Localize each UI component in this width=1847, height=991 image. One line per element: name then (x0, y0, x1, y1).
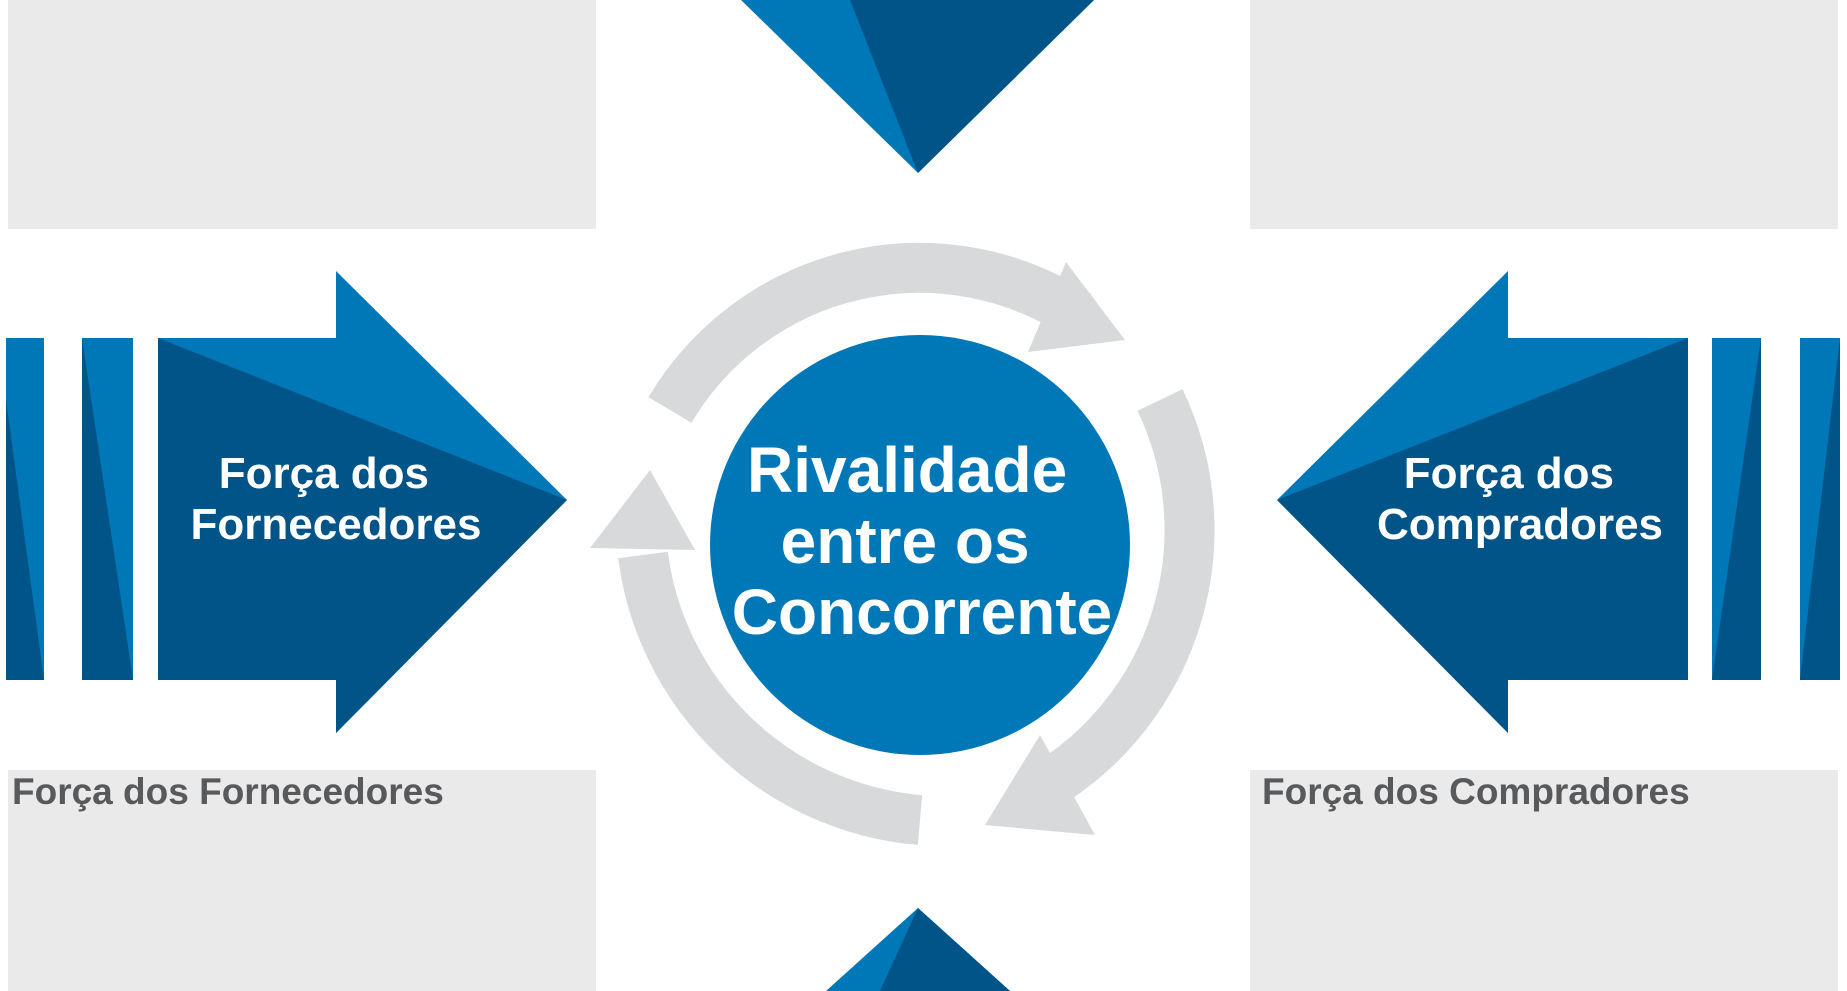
ring-segment-top (648, 242, 1092, 423)
center-label: Rivalidade entre os Concorrente (732, 434, 1113, 648)
ring-arrowhead-top (1028, 262, 1125, 352)
panel-bottom-left (8, 770, 596, 991)
bottom-arrow (826, 908, 1010, 991)
left-arrow-label: Força dos Fornecedores (191, 449, 482, 549)
right-arrow-label: Força dos Compradores (1377, 449, 1663, 549)
ring-segment-left (618, 551, 923, 845)
caption-bottom-right: Força dos Compradores (1262, 771, 1690, 812)
caption-bottom-left: Força dos Fornecedores (12, 771, 444, 812)
right-arrow: Força dos Compradores (1277, 271, 1840, 733)
left-arrow: Força dos Fornecedores (6, 271, 567, 733)
center-circle (710, 335, 1130, 755)
right-arrow-label-line-1: Força dos (1404, 449, 1614, 498)
panel-bottom-right (1250, 770, 1838, 991)
right-arrow-label-line-2: Compradores (1377, 500, 1663, 549)
left-arrow-label-line-2: Fornecedores (191, 500, 482, 549)
center-label-line-2: entre os (781, 505, 1030, 577)
center-label-line-1: Rivalidade (747, 434, 1067, 506)
ring-arrowhead-left (590, 470, 695, 550)
top-arrow (741, 0, 1094, 173)
cycle-ring (590, 242, 1215, 845)
ring-arrowhead-right (985, 735, 1095, 835)
left-arrow-label-line-1: Força dos (219, 449, 429, 498)
ring-segment-right (1041, 389, 1215, 801)
panel-top-left (8, 0, 596, 229)
panel-top-right (1250, 0, 1838, 229)
center-node: Rivalidade entre os Concorrente (710, 335, 1130, 755)
center-label-line-3: Concorrente (732, 576, 1113, 648)
